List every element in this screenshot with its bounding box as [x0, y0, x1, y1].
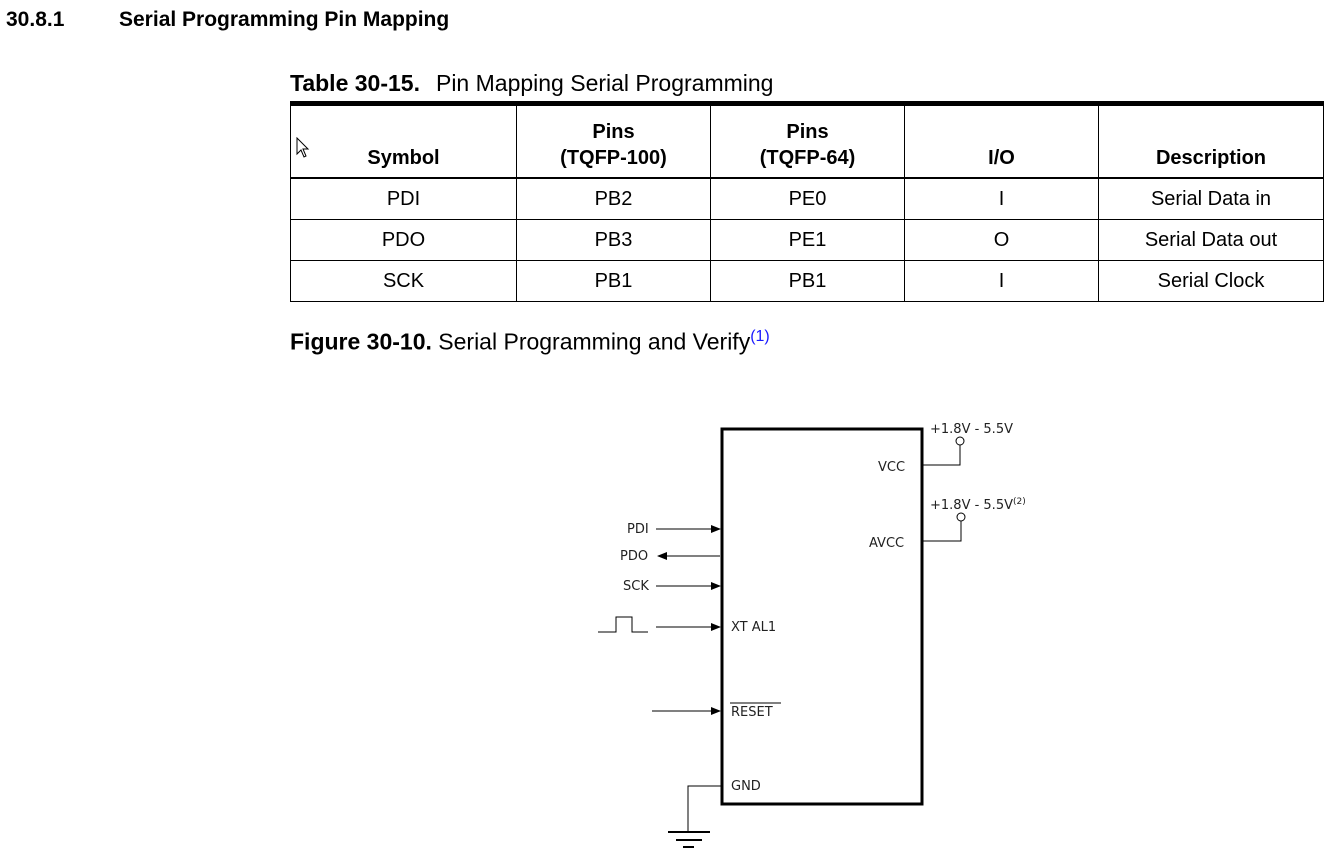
figure-caption-note: (1) — [750, 328, 770, 345]
header-io: I/O — [904, 103, 1099, 179]
avcc-wire — [922, 521, 962, 542]
chip-body — [720, 427, 924, 806]
cell-pins100: PB1 — [516, 260, 711, 302]
cell-symbol: SCK — [290, 260, 517, 302]
figure-caption: Figure 30-10. Serial Programming and Ver… — [290, 322, 770, 357]
header-pins-tqfp100: Pins(TQFP-100) — [516, 103, 711, 179]
table-row: SCK PB1 PB1 I Serial Clock — [290, 260, 1324, 302]
vcc-terminal-icon — [955, 436, 965, 446]
table-caption-label: Table 30-15. — [290, 70, 420, 96]
header-symbol: Symbol — [290, 103, 517, 179]
pdo-signal-label: PDO — [620, 549, 648, 564]
cell-pins64: PE0 — [710, 177, 905, 220]
cell-description: Serial Clock — [1098, 260, 1324, 302]
ground-symbol-icon — [668, 831, 710, 848]
reset-pin-label: RESET — [731, 705, 773, 720]
pin-mapping-table: Symbol Pins(TQFP-100) Pins(TQFP-64) I/O … — [290, 101, 1324, 302]
table-caption-text: Pin Mapping Serial Programming — [435, 70, 774, 96]
header-description: Description — [1098, 103, 1324, 179]
mouse-pointer-icon — [296, 137, 310, 158]
clock-pulse-icon — [598, 616, 648, 633]
section-heading: 30.8.1 Serial Programming Pin Mapping — [6, 6, 449, 34]
sck-signal-label: SCK — [623, 579, 649, 594]
avcc-pin-label: AVCC — [869, 536, 904, 551]
cell-pins100: PB2 — [516, 177, 711, 220]
pdi-signal-label: PDI — [627, 522, 649, 537]
xtal1-pin-label: XT AL1 — [731, 620, 776, 635]
figure-caption-label: Figure 30-10. — [290, 328, 432, 355]
avcc-terminal-icon — [956, 512, 966, 522]
section-title: Serial Programming Pin Mapping — [119, 8, 450, 31]
cell-symbol: PDO — [290, 219, 517, 261]
avcc-supply-label: +1.8V - 5.5V(2) — [930, 497, 1026, 513]
cell-pins64: PB1 — [710, 260, 905, 302]
table-caption: Table 30-15. Pin Mapping Serial Programmi… — [290, 68, 773, 98]
gnd-wire — [687, 785, 722, 832]
vcc-pin-label: VCC — [878, 460, 905, 475]
section-number: 30.8.1 — [6, 8, 65, 31]
gnd-pin-label: GND — [731, 779, 761, 794]
figure-caption-text: Serial Programming and Verify — [438, 328, 751, 355]
vcc-wire — [922, 445, 961, 466]
vcc-supply-label: +1.8V - 5.5V — [930, 422, 1013, 437]
cell-io: I — [904, 260, 1099, 302]
cell-symbol: PDI — [290, 177, 517, 220]
table-header-row: Symbol Pins(TQFP-100) Pins(TQFP-64) I/O … — [290, 103, 1324, 179]
